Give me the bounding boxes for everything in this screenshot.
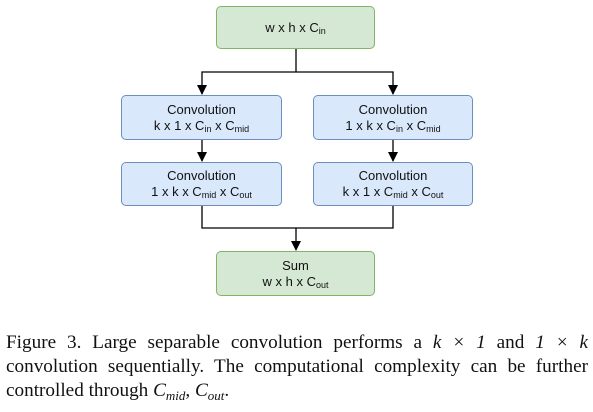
node-conv-left-1-text: x C (211, 117, 235, 133)
edge-to-conv-right-1 (296, 71, 398, 95)
edge-from-conv-left-2 (201, 206, 296, 229)
caption-math-c-mid-base: C (153, 380, 166, 401)
node-conv-right-1-subscript: in (395, 123, 403, 134)
node-conv-right-2-subscript: mid (393, 190, 408, 200)
node-input: w x h x Cin (216, 6, 375, 49)
caption-math-1-by-k: 1 × k (535, 332, 588, 353)
node-sum-line-0: Sum (282, 258, 309, 274)
node-conv-right-1-text: Convolution (358, 101, 428, 117)
node-conv-right-1-text: 1 x k x C (345, 117, 396, 133)
node-conv-left-2-subscript: out (239, 190, 252, 200)
node-sum-line-1: w x h x Cout (263, 274, 329, 290)
caption-math-k-by-1: k × 1 (432, 332, 486, 353)
node-sum-text: Sum (282, 257, 309, 273)
caption-math-c-out-sub: out (207, 388, 225, 403)
node-conv-right-1-text: x C (402, 117, 427, 133)
node-conv-left-2-text: Convolution (167, 168, 236, 183)
edges (197, 49, 398, 251)
edge-from-conv-right-2 (296, 206, 394, 229)
caption-prefix: Figure 3. Large separable convolution pe… (6, 332, 433, 353)
node-conv-left-1-text: Convolution (167, 101, 236, 117)
node-conv-left-2-text: x C (216, 184, 240, 199)
node-input-text: w x h x C (265, 19, 319, 35)
node-conv-left-1-text: k x 1 x C (153, 117, 205, 133)
node-conv-left-2-line-1: 1 x k x Cmid x Cout (151, 184, 252, 200)
node-sum-subscript: out (315, 279, 329, 290)
node-conv-right-2-line-1: k x 1 x Cmid x Cout (343, 184, 444, 200)
node-conv-left-1-line-0: Convolution (167, 102, 236, 118)
node-conv-right-1-line-1: 1 x k x Cin x Cmid (345, 118, 440, 134)
caption-comma: , (185, 380, 195, 401)
node-conv-right-2-line-0: Convolution (359, 168, 428, 184)
caption-middle: convolution sequentially. The computatio… (6, 356, 588, 401)
node-input-subscript: in (318, 25, 326, 36)
node-conv-left-2-text: 1 x k x C (151, 184, 202, 199)
caption-math-c-out: Cout (194, 380, 225, 403)
node-conv-left-2-line-0: Convolution (167, 168, 236, 184)
caption-math-c-mid: Cmid (153, 380, 186, 403)
node-sum-text: w x h x C (262, 273, 316, 289)
caption-math-c-mid-sub: mid (165, 388, 186, 403)
node-conv-left-2-subscript: mid (201, 190, 217, 200)
caption-suffix: . (224, 380, 230, 401)
edge-to-conv-left-1 (197, 71, 296, 95)
caption-math-c-out-base: C (194, 380, 208, 401)
node-conv-right-2-subscript: out (430, 190, 444, 200)
node-conv-left-1-line-1: k x 1 x Cin x Cmid (154, 118, 249, 134)
node-conv-left-1-subscript: mid (234, 123, 250, 134)
node-conv-right-1-line-0: Convolution (359, 102, 428, 118)
node-conv-left-1-subscript: in (204, 123, 212, 134)
node-conv-right-2-text: k x 1 x C (342, 184, 394, 199)
node-conv-right-2-text: Convolution (358, 168, 428, 183)
figure-caption: Figure 3. Large separable convolution pe… (6, 331, 588, 403)
node-conv-right-1-subscript: mid (426, 123, 441, 134)
node-conv-right-2-text: x C (407, 184, 431, 199)
caption-and: and (485, 332, 536, 353)
node-input-line-0: w x h x Cin (265, 20, 325, 36)
